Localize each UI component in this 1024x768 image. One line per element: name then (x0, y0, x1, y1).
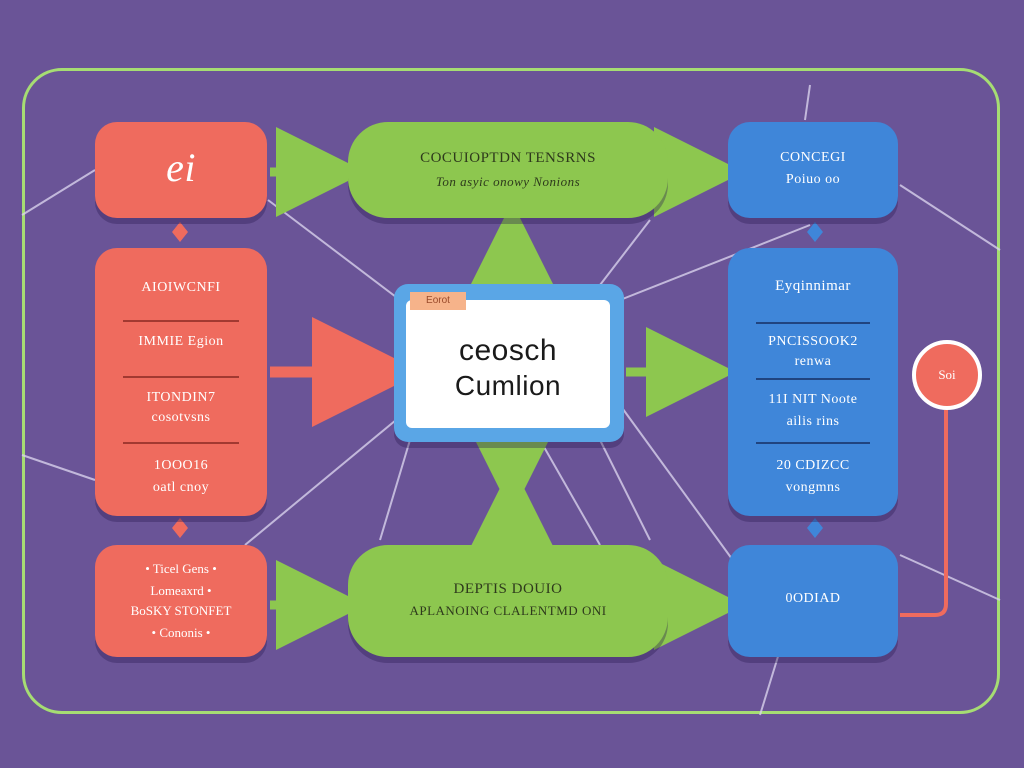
left-bottom-item: • Cononis • (151, 625, 211, 640)
divider (123, 442, 239, 444)
list-item: Lomeaxrd (150, 583, 204, 598)
top-center-node: COCUIOPTDN TENSRNS Ton asyic onowy Nonio… (348, 122, 668, 218)
left-middle-node: AIOIWCNFI IMMIE Egion ITONDIN7 cosotvsns… (95, 248, 267, 516)
right-bottom-label: 0ODIAD (785, 591, 841, 606)
left-middle-line5: oatl cnoy (152, 480, 210, 495)
list-item: Ticel Gens (152, 561, 209, 576)
central-line1: ceosch (458, 334, 558, 367)
diagram-frame (22, 68, 1000, 714)
top-center-title: COCUIOPTDN TENSRNS (420, 150, 596, 166)
right-middle-line2: renwa (794, 354, 832, 369)
right-middle-line1: PNCISSOOK2 (768, 334, 858, 349)
left-bottom-item: Lomeaxrd • (150, 583, 212, 598)
right-top-node: CONCEGI Poiuo oo (728, 122, 898, 218)
top-center-subtitle: Ton asyic onowy Nonions (435, 174, 581, 189)
central-concept-inner: Eorot ceosch Cumlion (406, 292, 610, 428)
side-circle-node: Soi (912, 340, 982, 410)
left-middle-line1: IMMIE Egion (138, 334, 224, 349)
divider (123, 320, 239, 322)
right-middle-line4: ailis rins (786, 414, 840, 429)
left-middle-title: AIOIWCNFI (141, 280, 221, 295)
right-middle-line6: vongmns (785, 480, 841, 495)
side-circle-label: Soi (938, 367, 956, 382)
central-concept-card: Eorot ceosch Cumlion (394, 284, 624, 442)
left-middle-line4: 1OOO16 (153, 458, 209, 473)
divider (756, 322, 870, 324)
right-top-line2: Poiuo oo (785, 172, 841, 187)
left-top-node: ei (95, 122, 267, 218)
bottom-center-subtitle: APLANOING CLALENTMD ONI (409, 603, 607, 618)
central-line2: Cumlion (454, 370, 562, 401)
right-middle-line3: 11I NIT Noote (768, 392, 858, 407)
divider (123, 376, 239, 378)
left-bottom-item: BoSKY STONFET (95, 603, 267, 619)
diamond-connector-icon (172, 222, 823, 538)
bottom-center-node: DEPTIS DOUIO APLANOING CLALENTMD ONI (348, 545, 668, 657)
divider (756, 378, 870, 380)
divider (756, 442, 870, 444)
left-top-logo: ei (166, 145, 196, 190)
list-item: BoSKY STONFET (130, 603, 232, 618)
central-tag: Eorot (410, 292, 466, 310)
right-bottom-node: 0ODIAD (728, 545, 898, 657)
bottom-center-title: DEPTIS DOUIO (453, 581, 563, 597)
list-item: Cononis (159, 625, 203, 640)
left-bottom-item: • Ticel Gens • (145, 561, 217, 576)
left-middle-line3: cosotvsns (151, 410, 211, 425)
left-middle-line2: ITONDIN7 (146, 390, 216, 405)
right-middle-title: Eyqinnimar (775, 278, 851, 294)
thin-connector-lines (21, 84, 1001, 716)
circle-connector (900, 410, 948, 617)
green-arrows (270, 127, 744, 650)
right-top-line1: CONCEGI (780, 150, 846, 165)
left-bottom-node: • Ticel Gens • Lomeaxrd • BoSKY STONFET … (95, 545, 267, 657)
right-middle-node: Eyqinnimar PNCISSOOK2 renwa 11I NIT Noot… (728, 248, 898, 516)
right-middle-line5: 20 CDIZCC (776, 458, 850, 473)
